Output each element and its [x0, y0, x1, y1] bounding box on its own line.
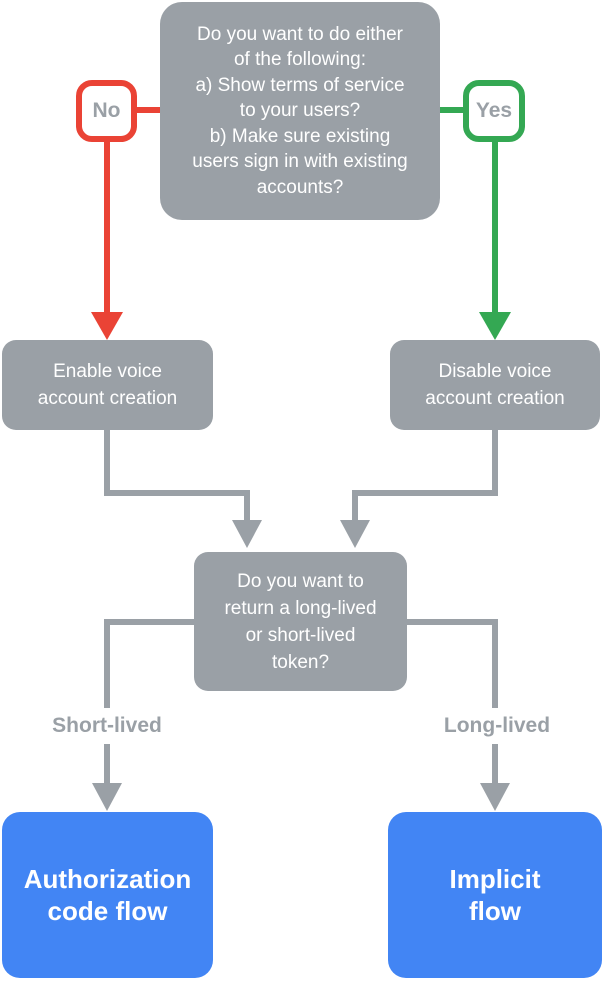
- disable-down-line: [492, 430, 498, 496]
- top-question-text: Do you want to do either of the followin…: [192, 23, 408, 198]
- long-lived-arrowhead-icon: [480, 783, 510, 811]
- no-branch-vertical-line: [104, 139, 110, 317]
- no-badge-label: No: [92, 99, 121, 122]
- enable-merge-horizontal-line: [104, 490, 250, 496]
- authorization-code-flow-node: Authorization code flow: [2, 812, 213, 978]
- enable-voice-account-text: Enable voice account creation: [37, 361, 178, 409]
- authorization-code-flow-text: Authorization code flow: [23, 864, 192, 926]
- long-lived-vertical-line: [492, 619, 498, 785]
- long-lived-label-chip: Long-lived: [412, 708, 582, 744]
- yes-branch-horizontal-line: [438, 107, 465, 113]
- token-question-text: Do you want to return a long-lived or sh…: [224, 570, 377, 673]
- long-lived-horizontal-line: [404, 619, 498, 625]
- short-lived-arrowhead-icon: [92, 783, 122, 811]
- disable-merge-arrowhead-icon: [340, 520, 370, 548]
- enable-voice-account-node: Enable voice account creation: [2, 340, 213, 430]
- no-badge: No: [76, 80, 137, 142]
- disable-merge-vertical-line: [352, 490, 358, 522]
- yes-badge: Yes: [463, 80, 525, 142]
- token-question-node: Do you want to return a long-lived or sh…: [194, 552, 407, 691]
- no-branch-arrowhead-icon: [91, 312, 123, 340]
- disable-voice-account-node: Disable voice account creation: [390, 340, 600, 430]
- enable-merge-vertical-line: [244, 490, 250, 522]
- short-lived-label-text: Short-lived: [52, 714, 162, 737]
- short-lived-horizontal-line: [104, 619, 198, 625]
- enable-merge-arrowhead-icon: [232, 520, 262, 548]
- yes-branch-arrowhead-icon: [479, 312, 511, 340]
- implicit-flow-node: Implicit flow: [388, 812, 602, 978]
- yes-branch-vertical-line: [492, 139, 498, 317]
- enable-down-line: [104, 430, 110, 496]
- disable-merge-horizontal-line: [352, 490, 498, 496]
- yes-badge-label: Yes: [475, 99, 513, 122]
- disable-voice-account-text: Disable voice account creation: [425, 361, 565, 409]
- short-lived-label-chip: Short-lived: [22, 708, 192, 744]
- no-branch-horizontal-line: [135, 107, 162, 113]
- short-lived-vertical-line: [104, 619, 110, 785]
- long-lived-label-text: Long-lived: [443, 714, 551, 737]
- implicit-flow-text: Implicit flow: [449, 864, 541, 926]
- top-question-node: Do you want to do either of the followin…: [160, 2, 440, 220]
